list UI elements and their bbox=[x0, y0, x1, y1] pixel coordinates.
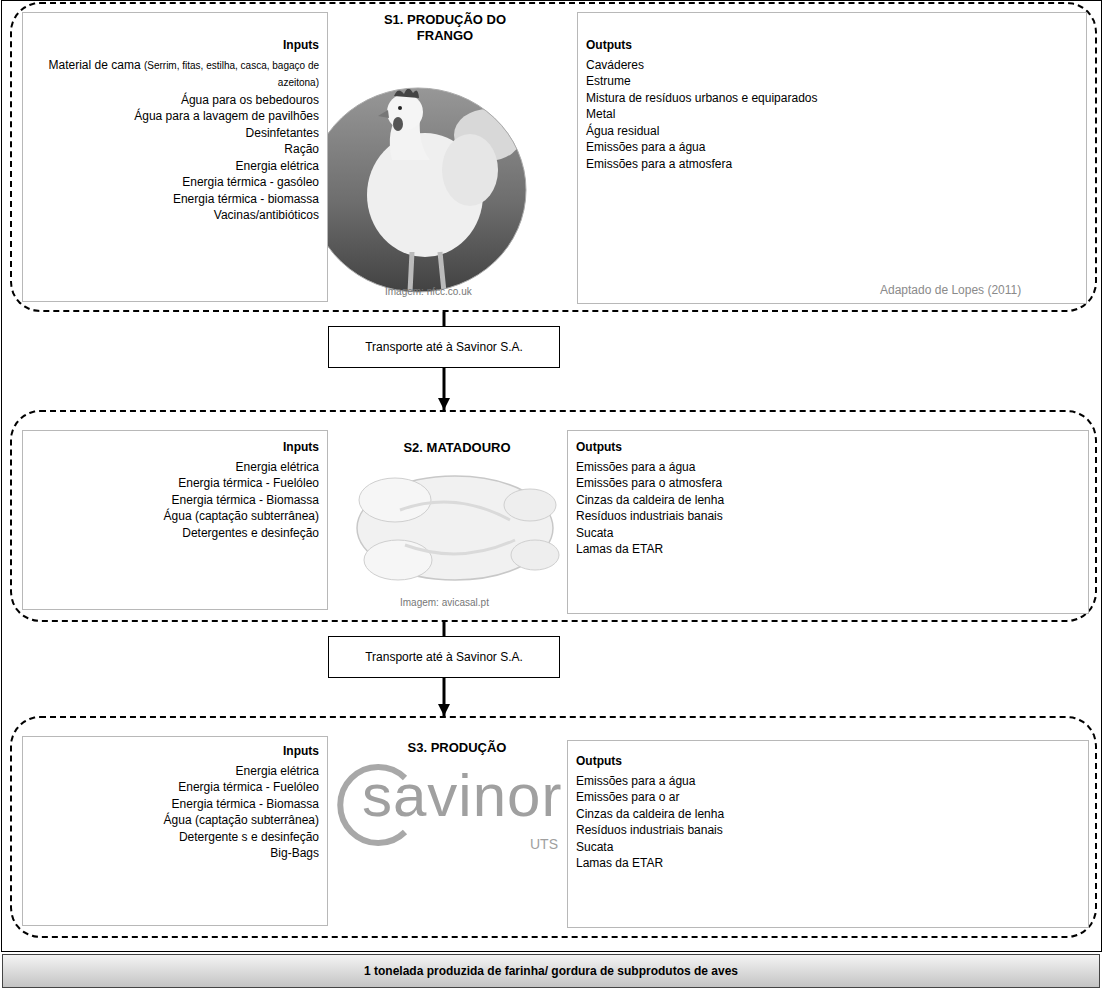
list-item: Cinzas da caldeira de lenha bbox=[576, 492, 1080, 509]
stage-title: S2. MATADOURO bbox=[342, 440, 572, 456]
credit-note: Adaptado de Lopes (2011) bbox=[880, 283, 1021, 297]
list-item: Lamas da ETAR bbox=[576, 855, 1080, 872]
transport-box: Transporte até à Savinor S.A. bbox=[328, 326, 560, 368]
list-item: Resíduos industriais banais bbox=[576, 508, 1080, 525]
outer-frame bbox=[2, 1, 1102, 952]
stage-title: S1. PRODUÇÃO DO FRANGO bbox=[370, 12, 520, 44]
list-item: Energia térmica - biomassa bbox=[31, 191, 319, 208]
flow-connector bbox=[443, 368, 446, 410]
inputs-box: InputsEnergia elétricaEnergia térmica - … bbox=[22, 736, 328, 926]
stage-title: S3. PRODUÇÃO bbox=[342, 740, 572, 756]
list-item: Lamas da ETAR bbox=[576, 541, 1080, 558]
logo-subtext: UTS bbox=[530, 836, 558, 852]
inputs-box: InputsMaterial de cama (Serrim, fitas, e… bbox=[22, 12, 328, 302]
result-text: 1 tonelada produzida de farinha/ gordura… bbox=[364, 964, 738, 978]
item-text: Material de cama bbox=[49, 58, 141, 72]
outputs-box: OutputsEmissões para a águaEmissões para… bbox=[567, 740, 1089, 928]
list-item: Ração bbox=[31, 141, 319, 158]
list-item: Resíduos industriais banais bbox=[576, 822, 1080, 839]
list-item: Água (captação subterrânea) bbox=[31, 508, 319, 525]
list-item: Sucata bbox=[576, 525, 1080, 542]
transport-text: Transporte até à Savinor S.A. bbox=[365, 650, 523, 664]
list-item: Emissões para o atmosfera bbox=[576, 475, 1080, 492]
transport-box: Transporte até à Savinor S.A. bbox=[328, 636, 560, 678]
list-item: Energia térmica - Biomassa bbox=[31, 796, 319, 813]
inputs-box: InputsEnergia elétricaEnergia térmica - … bbox=[22, 430, 328, 610]
list-heading: Outputs bbox=[586, 37, 1078, 54]
outputs-box: OutputsCaváderesEstrumeMistura de resídu… bbox=[577, 12, 1087, 304]
list-item: Energia elétrica bbox=[31, 158, 319, 175]
stage-region: S2. MATADOUROInputsEnergia elétricaEnerg… bbox=[10, 410, 1097, 622]
list-item: Energia térmica - Fuelóleo bbox=[31, 779, 319, 796]
credit-note: Imagem: nfcc.co.uk bbox=[385, 286, 472, 297]
stage-region: S1. PRODUÇÃO DO FRANGO InputsMaterial de … bbox=[10, 2, 1097, 312]
plucked-chicken bbox=[357, 476, 559, 580]
list-item: Sucata bbox=[576, 839, 1080, 856]
list-item: Detergentes e desinfeção bbox=[31, 525, 319, 542]
list-item: Emissões para a água bbox=[586, 139, 1078, 156]
list-item: Emissões para a água bbox=[576, 773, 1080, 790]
list-item: Energia elétrica bbox=[31, 763, 319, 780]
list-heading: Inputs bbox=[31, 37, 319, 54]
list-item: Emissões para a água bbox=[576, 459, 1080, 476]
list-item: Energia térmica - Biomassa bbox=[31, 492, 319, 509]
chicken-photo bbox=[300, 80, 540, 300]
list-item: Mistura de resíduos urbanos e equiparado… bbox=[586, 90, 1078, 107]
list-item: Água residual bbox=[586, 123, 1078, 140]
flow-connector bbox=[443, 678, 446, 716]
flow-connector bbox=[443, 622, 446, 636]
result-band: 1 tonelada produzida de farinha/ gordura… bbox=[2, 954, 1100, 988]
list-item: Detergente s e desinfeção bbox=[31, 829, 319, 846]
list-item: Energia elétrica bbox=[31, 459, 319, 476]
list-item: Energia térmica - Fuelóleo bbox=[31, 475, 319, 492]
list-heading: Outputs bbox=[576, 753, 1080, 770]
list-item: Energia térmica - gasóleo bbox=[31, 174, 319, 191]
list-item: Água para a lavagem de pavilhões bbox=[31, 108, 319, 125]
list-item: Cinzas da caldeira de lenha bbox=[576, 806, 1080, 823]
list-item: Emissões para a atmosfera bbox=[586, 156, 1078, 173]
list-item: Material de cama (Serrim, fitas, estilha… bbox=[31, 57, 319, 92]
logo-text: savinor bbox=[362, 766, 562, 826]
list-item: Vacinas/antibióticos bbox=[31, 207, 319, 224]
list-heading: Inputs bbox=[31, 439, 319, 456]
list-item: Água para os bebedouros bbox=[31, 92, 319, 109]
outputs-box: OutputsEmissões para a águaEmissões para… bbox=[567, 430, 1089, 614]
item-note: (Serrim, fitas, estilha, casca, bagaço d… bbox=[144, 60, 319, 89]
stage-region: S3. PRODUÇÃOInputsEnergia elétricaEnergi… bbox=[10, 716, 1097, 938]
list-heading: Inputs bbox=[31, 743, 319, 760]
list-item: Estrume bbox=[586, 73, 1078, 90]
credit-note: Imagem: avicasal.pt bbox=[400, 597, 489, 608]
flow-connector bbox=[443, 312, 446, 326]
list-item: Metal bbox=[586, 106, 1078, 123]
list-item: Desinfetantes bbox=[31, 125, 319, 142]
transport-text: Transporte até à Savinor S.A. bbox=[365, 340, 523, 354]
list-item: Emissões para o ar bbox=[576, 789, 1080, 806]
list-heading: Outputs bbox=[576, 439, 1080, 456]
list-item: Big-Bags bbox=[31, 845, 319, 862]
list-item: Caváderes bbox=[586, 57, 1078, 74]
list-item: Água (captação subterrânea) bbox=[31, 812, 319, 829]
